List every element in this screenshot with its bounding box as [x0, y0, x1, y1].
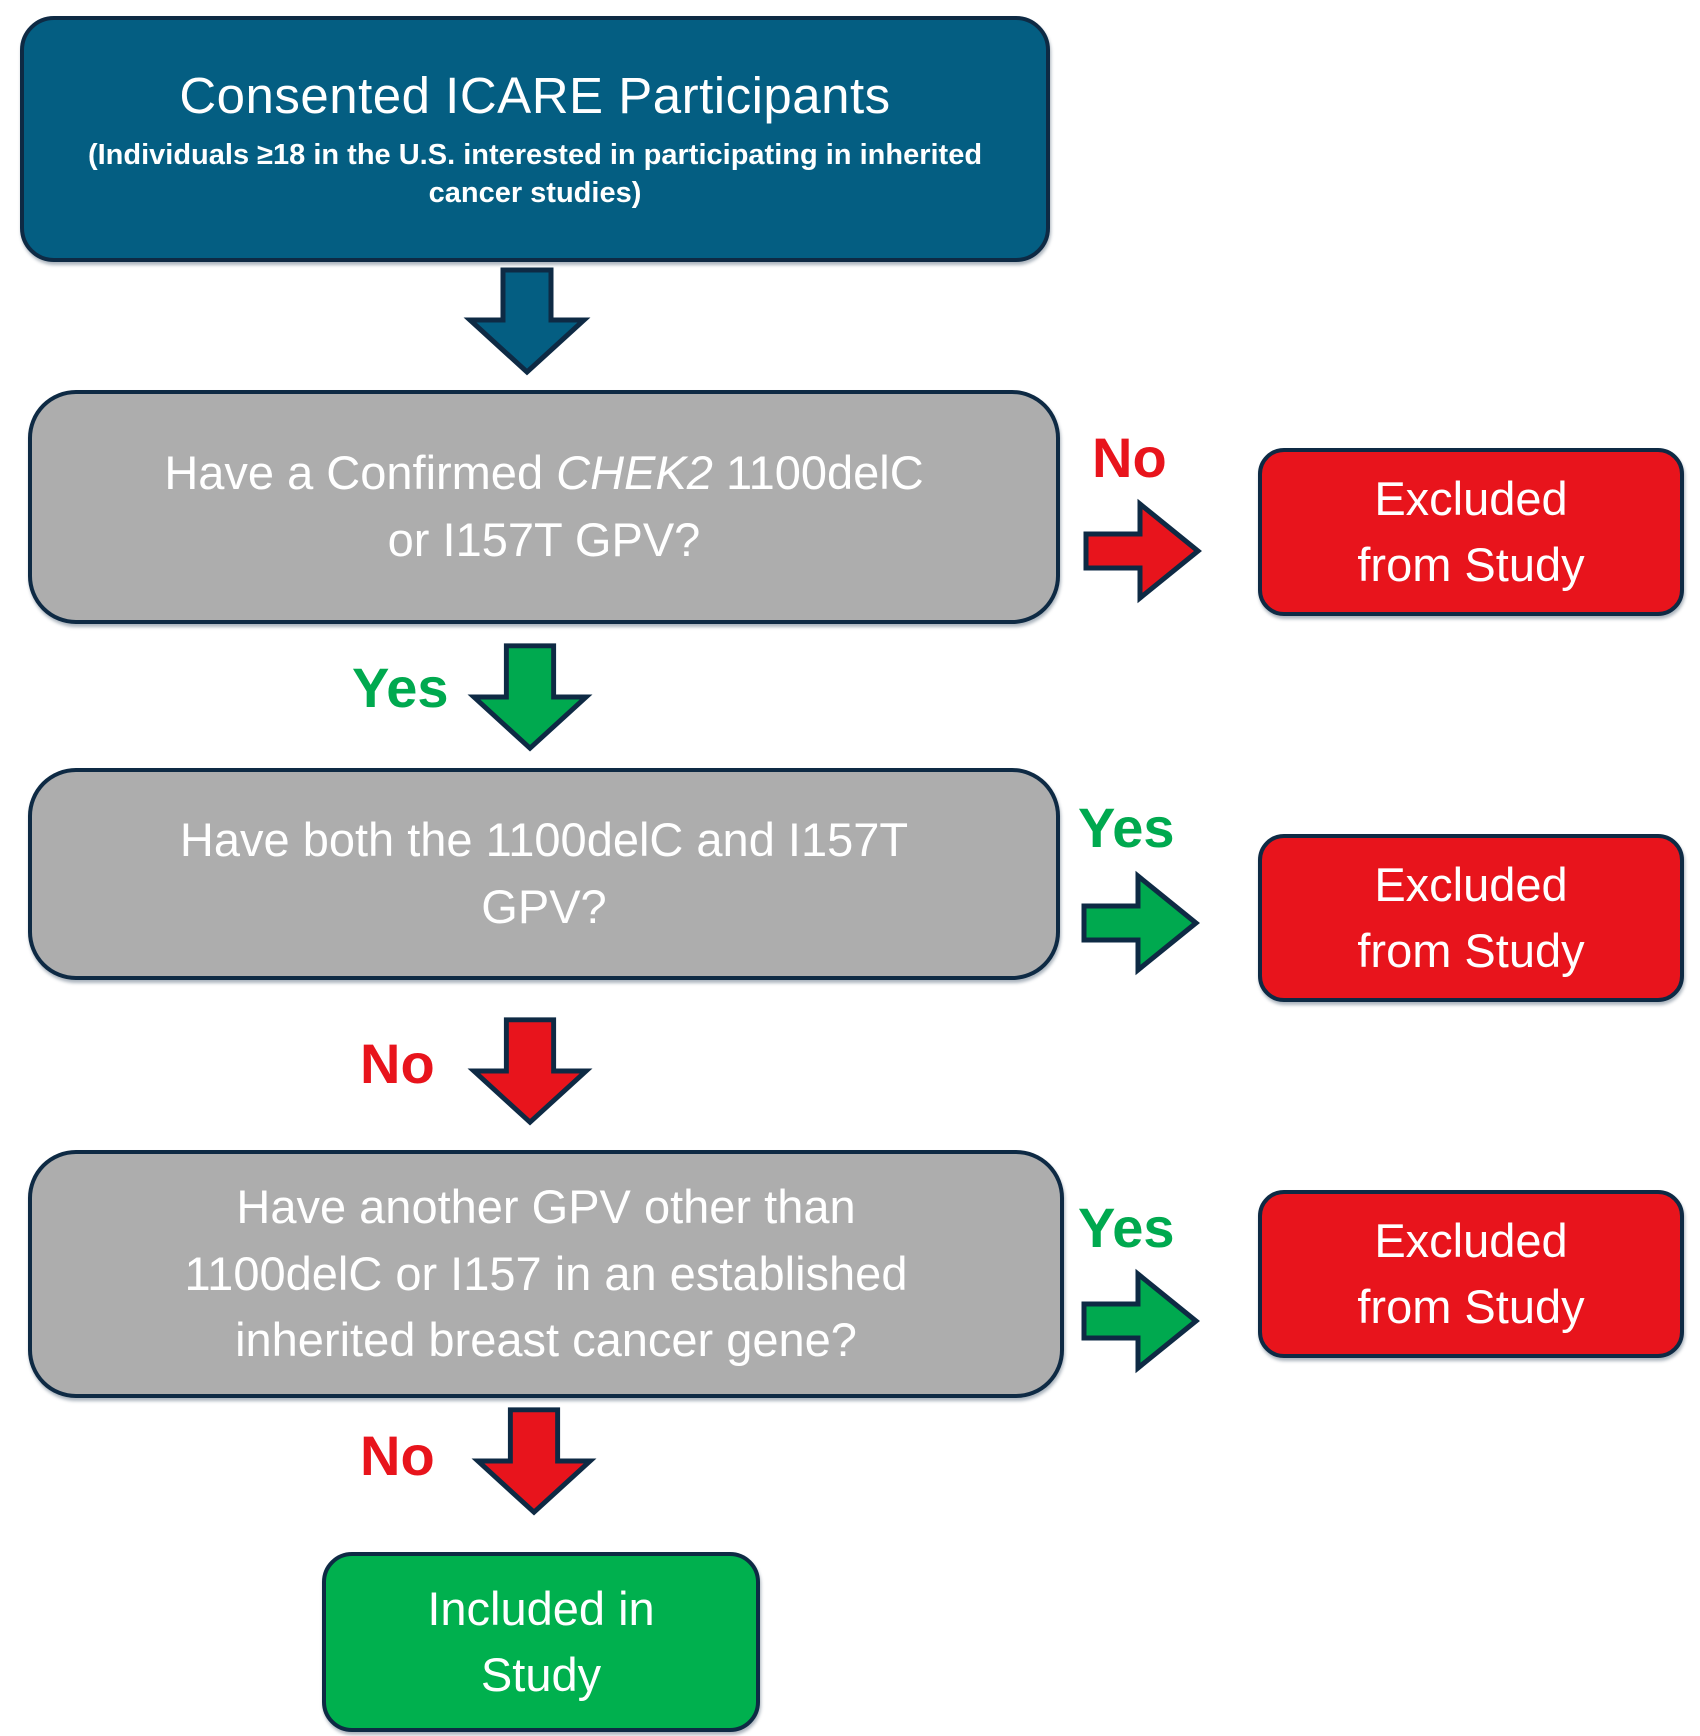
arrow-down-red-icon — [471, 1407, 597, 1516]
question-node-both-variants: Have both the 1100delC and I157T GPV? — [28, 768, 1060, 980]
question-text-line: Have a Confirmed CHEK2 1100delC — [164, 446, 924, 500]
arrow-right-green-icon — [1081, 1268, 1200, 1374]
question-text-line: Have another GPV other than — [236, 1179, 856, 1233]
arrow-down-green-icon — [467, 643, 593, 752]
excluded-node: Excluded from Study — [1258, 448, 1684, 616]
excluded-text-line: Excluded — [1374, 472, 1568, 526]
question-text-line: Have both the 1100delC and I157T — [179, 813, 909, 867]
decision-label-no: No — [360, 1032, 435, 1095]
included-node: Included in Study — [322, 1552, 760, 1732]
question-text-line: or I157T GPV? — [387, 513, 701, 566]
question-text-line: GPV? — [481, 880, 607, 933]
decision-label-yes: Yes — [1078, 1196, 1175, 1259]
start-node-title: Consented ICARE Participants — [179, 66, 891, 124]
decision-label-no: No — [1092, 426, 1167, 489]
decision-label-yes: Yes — [1078, 796, 1175, 859]
question-text-line: inherited breast cancer gene? — [235, 1313, 857, 1367]
excluded-text-line: from Study — [1357, 538, 1585, 591]
start-node: Consented ICARE Participants (Individual… — [20, 16, 1050, 262]
arrow-right-green-icon — [1081, 870, 1200, 976]
start-node-subtitle: (Individuals ≥18 in the U.S. interested … — [87, 138, 983, 209]
arrow-right-red-icon — [1083, 498, 1202, 604]
excluded-text-line: from Study — [1357, 924, 1585, 977]
arrow-down-red-icon — [467, 1017, 593, 1126]
excluded-text-line: Excluded — [1374, 1214, 1568, 1268]
question-node-other-gpv: Have another GPV other than 1100delC or … — [28, 1150, 1064, 1398]
question-text-line: 1100delC or I157 in an established — [184, 1246, 908, 1300]
question-node-chek2-gpv: Have a Confirmed CHEK2 1100delC or I157T… — [28, 390, 1060, 624]
excluded-text-line: from Study — [1357, 1280, 1585, 1333]
excluded-text-line: Excluded — [1374, 858, 1568, 912]
excluded-node: Excluded from Study — [1258, 834, 1684, 1002]
included-text-line: Study — [480, 1648, 602, 1701]
gene-name-italic: CHEK2 — [556, 446, 713, 500]
decision-label-yes: Yes — [352, 656, 449, 719]
included-text-line: Included in — [427, 1582, 655, 1636]
arrow-down-teal-icon — [463, 267, 591, 376]
decision-label-no: No — [360, 1424, 435, 1487]
excluded-node: Excluded from Study — [1258, 1190, 1684, 1358]
